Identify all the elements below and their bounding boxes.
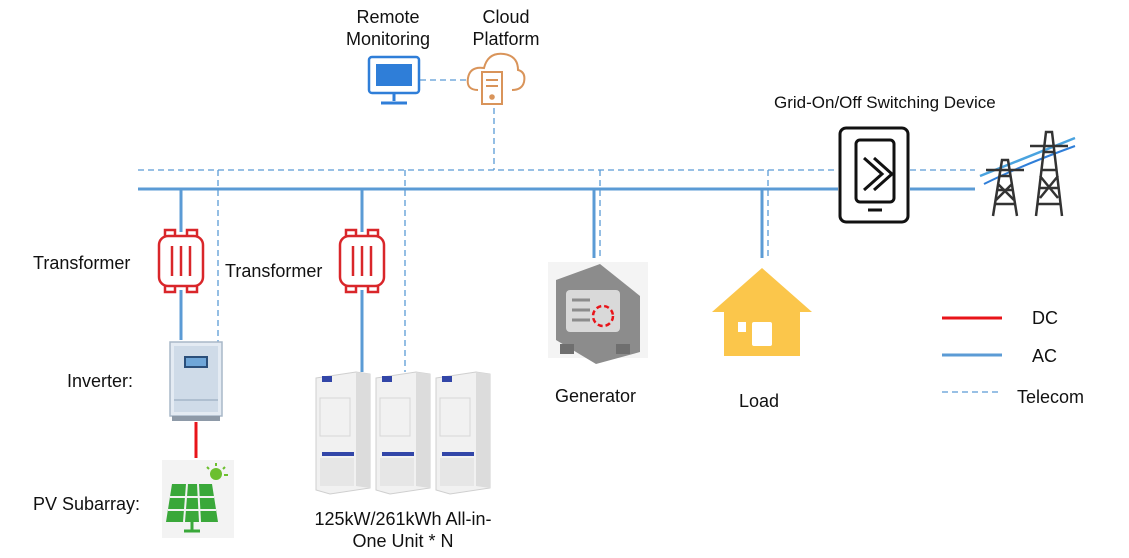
legend-ac-label: AC [1032,346,1058,366]
ac-lines [138,187,975,372]
all-in-one-line-1: 125kW/261kWh All-in- [314,509,492,529]
solar-panel-icon [162,460,234,538]
remote-monitoring-label: Remote Monitoring [336,6,440,50]
all-in-one-label: 125kW/261kWh All-in- One Unit * N [296,508,510,552]
desktop-monitor-icon [367,55,421,105]
remote-monitoring-line-1: Remote [356,7,420,27]
battery-cabinet-icon [375,371,431,495]
load-label: Load [739,391,780,411]
legend-dc-label: DC [1032,308,1058,328]
transformer-left-label: Transformer [33,253,131,273]
generator-icon [548,262,648,364]
pv-subarray-label: PV Subarray: [33,494,141,514]
all-in-one-line-2: One Unit * N [352,531,454,551]
grid-switch-label: Grid-On/Off Switching Device [774,93,996,112]
transformer-icon [338,228,386,294]
cloud-platform-line-2: Platform [472,29,540,49]
transformer-mid-label: Transformer [225,261,323,281]
grid-switch-icon [838,126,910,224]
house-icon [712,268,812,356]
generator-label: Generator [555,386,637,406]
inverter-label: Inverter: [67,371,134,391]
power-tower-icon [979,130,1076,217]
transformer-icon [157,228,205,294]
cloud-server-icon [466,52,526,105]
legend-telecom-label: Telecom [1017,387,1085,407]
telecom-lines [138,79,975,372]
inverter-icon [169,341,223,421]
remote-monitoring-line-2: Monitoring [345,29,431,49]
cloud-platform-label: Cloud Platform [456,6,556,50]
battery-cabinet-icon [315,371,371,495]
battery-cabinet-icon [435,371,491,495]
legend [942,316,1002,393]
cloud-platform-line-1: Cloud [482,7,530,27]
